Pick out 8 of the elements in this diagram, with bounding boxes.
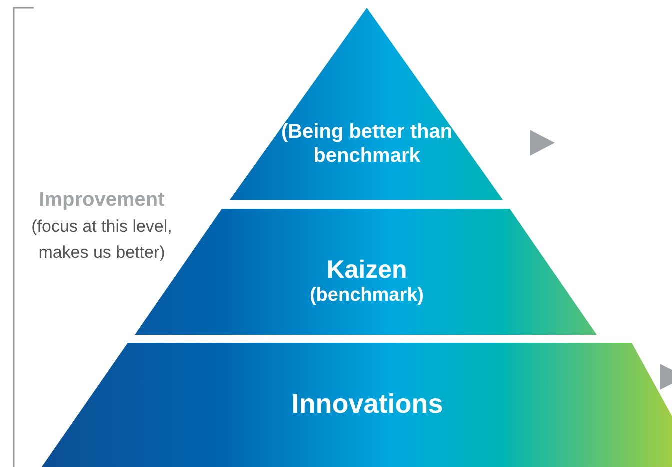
tier-label: Kaizen xyxy=(326,255,408,285)
tier-label: (Being better than benchmark xyxy=(280,120,454,168)
tier-label: Innovations xyxy=(290,388,444,420)
tier-label: (benchmark) xyxy=(308,285,426,308)
side-heading: Improvement xyxy=(38,188,166,213)
side-note: (focus at this level, makes us better) xyxy=(30,216,174,264)
pyramid-tier xyxy=(230,8,503,200)
pyramid-tier xyxy=(42,343,672,467)
